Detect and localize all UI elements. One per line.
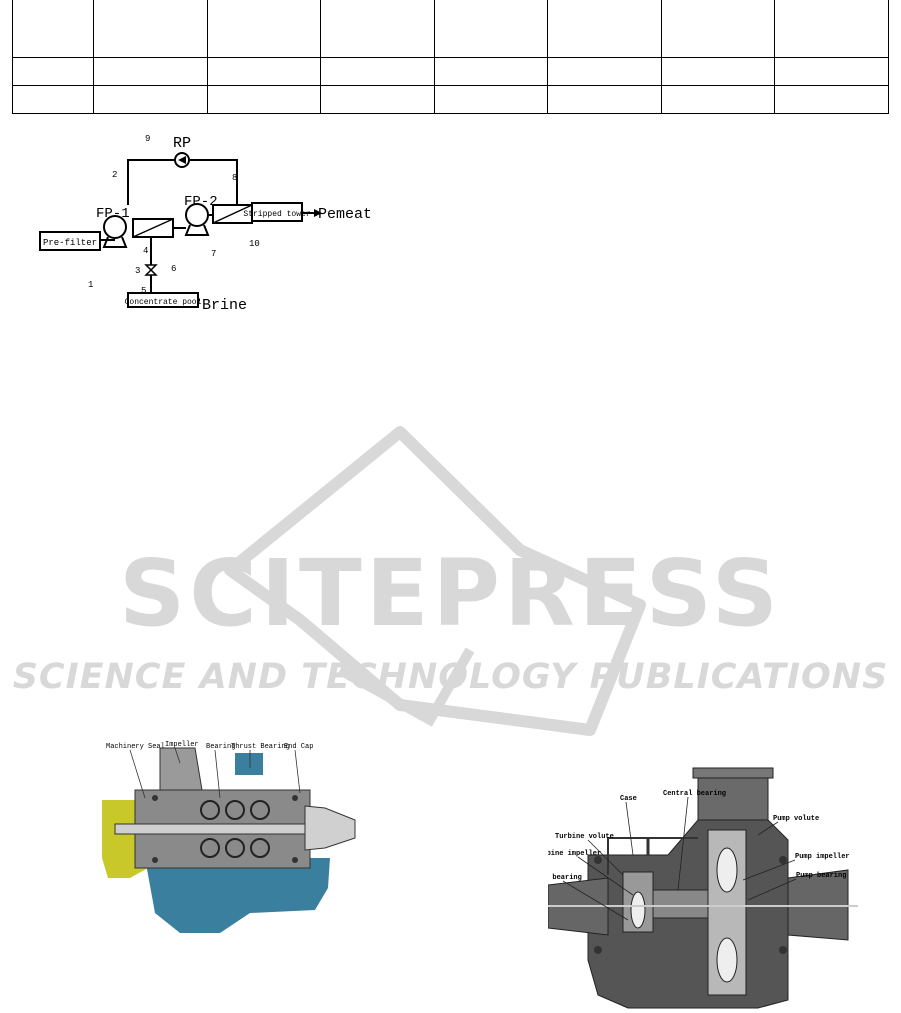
concentrate-pool-label: Concentrate pool bbox=[125, 298, 202, 307]
table-header-row bbox=[12, 0, 889, 58]
concentrate-pool-box bbox=[127, 292, 199, 308]
table-cell bbox=[206, 0, 322, 58]
table-row bbox=[12, 57, 889, 86]
table-cell bbox=[547, 85, 662, 114]
node-label: 2 bbox=[112, 170, 117, 180]
table-cell bbox=[206, 85, 322, 114]
table-cell bbox=[660, 57, 776, 86]
pump-bearing-label: Pump bearing bbox=[796, 872, 846, 880]
prefilter-box bbox=[39, 231, 101, 251]
table-cell bbox=[433, 85, 549, 114]
watermark-logo-outline bbox=[224, 426, 646, 736]
membrane-2-icon bbox=[212, 204, 253, 224]
table-cell bbox=[774, 0, 889, 58]
brine-label: Brine bbox=[202, 297, 247, 314]
watermark: SCITEPRESS SCIENCE AND TECHNOLOGY PUBLIC… bbox=[0, 420, 901, 750]
table-cell bbox=[93, 0, 208, 58]
valve-icon bbox=[144, 264, 158, 276]
thrust-bearing-label: Thrust Bearing bbox=[231, 743, 290, 751]
case-label: Case bbox=[620, 795, 637, 803]
membrane-1-icon bbox=[132, 218, 174, 238]
table-cell bbox=[774, 85, 889, 114]
node-label: 7 bbox=[211, 249, 216, 259]
end-cap-part bbox=[304, 805, 356, 851]
impeller-housing bbox=[159, 747, 203, 791]
node-label: 10 bbox=[249, 239, 260, 249]
node-label: 9 bbox=[145, 134, 150, 144]
node-label: 1 bbox=[88, 280, 93, 290]
data-table bbox=[12, 0, 889, 114]
table-cell bbox=[12, 85, 94, 114]
process-schematic: Pre-filter Stripped tower Concentrate po… bbox=[39, 134, 370, 314]
pump-impeller-label: Pump impeller bbox=[795, 853, 850, 861]
prefilter-label: Pre-filter bbox=[43, 238, 97, 248]
rp-label: RP bbox=[173, 135, 191, 152]
table-cell bbox=[660, 0, 776, 58]
end-cap-label: End Cap bbox=[284, 743, 313, 751]
table-cell bbox=[320, 57, 435, 86]
pump-base bbox=[145, 858, 330, 933]
table-cell bbox=[547, 57, 662, 86]
node-label: 3 bbox=[135, 266, 140, 276]
thrust-bearing-label: Thrust bearing bbox=[548, 874, 582, 882]
fp2-label: FP-2 bbox=[184, 194, 218, 210]
stripped-tower-box bbox=[251, 202, 303, 222]
rp-pump-icon bbox=[174, 152, 190, 168]
node-label: 5 bbox=[141, 286, 146, 296]
table-cell bbox=[12, 0, 94, 58]
table-cell bbox=[206, 57, 322, 86]
node-label: 4 bbox=[143, 246, 148, 256]
central-bearing-label: Central bearing bbox=[663, 790, 726, 798]
machinery-seal-label: Machinery Seal bbox=[106, 743, 165, 751]
pump-impeller-part bbox=[716, 847, 738, 893]
watermark-subtitle: SCIENCE AND TECHNOLOGY PUBLICATIONS bbox=[12, 657, 889, 697]
table-cell bbox=[433, 57, 549, 86]
table-cell bbox=[774, 57, 889, 86]
permeate-label: Pemeate bbox=[318, 206, 370, 223]
pump-cross-section-right: Case Central bearing Pump volute Turbine… bbox=[548, 767, 858, 1009]
fp1-pump-icon bbox=[102, 215, 128, 248]
turbine-volute-label: Turbine volute bbox=[555, 833, 614, 841]
pump-volute-label: Pump volute bbox=[773, 815, 819, 823]
pump-cross-section-left: Machinery Seal Impeller Bearing Thrust B… bbox=[102, 741, 356, 933]
table-cell bbox=[93, 85, 208, 114]
impeller-label: Impeller bbox=[165, 741, 199, 749]
fp2-pump-icon bbox=[184, 203, 210, 236]
table-cell bbox=[320, 0, 435, 58]
table-cell bbox=[433, 0, 549, 58]
permeate-arrow-icon bbox=[314, 209, 322, 217]
table-cell bbox=[12, 57, 94, 86]
table-cell bbox=[547, 0, 662, 58]
table-cell bbox=[93, 57, 208, 86]
node-label: 6 bbox=[171, 264, 176, 274]
stripped-tower-label: Stripped tower bbox=[243, 210, 310, 219]
table-cell bbox=[660, 85, 776, 114]
table-cell bbox=[320, 85, 435, 114]
table-row bbox=[12, 85, 889, 114]
watermark-title: SCITEPRESS bbox=[118, 540, 783, 647]
node-label: 8 bbox=[232, 173, 237, 183]
fp1-label: FP-1 bbox=[96, 206, 130, 222]
turbine-impeller-part bbox=[630, 891, 646, 929]
bearing-label: Bearing bbox=[206, 743, 235, 751]
turbine-impeller-label: Turbine impeller bbox=[548, 850, 601, 858]
